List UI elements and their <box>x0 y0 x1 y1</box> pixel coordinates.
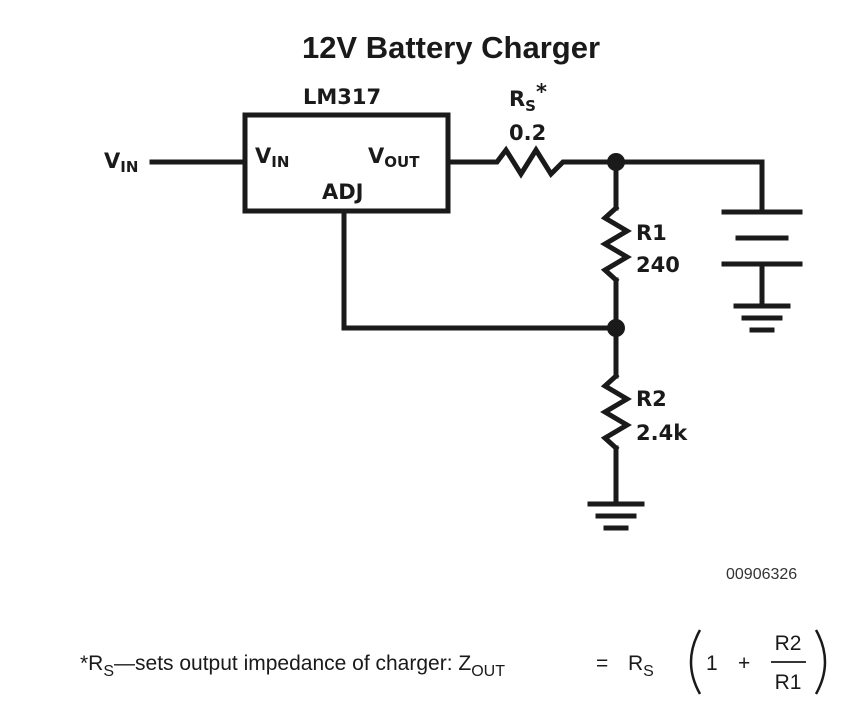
r2-value: 2.4k <box>636 421 688 445</box>
diagram-title: 12V Battery Charger <box>302 30 600 65</box>
r1-name: R1 <box>636 221 667 245</box>
figure-code: 00906326 <box>726 566 797 583</box>
formula-numerator: R2 <box>775 632 802 655</box>
adj-wire <box>341 208 619 331</box>
footnote-text: *RS—sets output impedance of charger: ZO… <box>80 652 505 680</box>
ground-symbol-battery <box>733 303 791 333</box>
footnote-equals: = <box>596 652 608 675</box>
r2-resistor <box>600 325 632 505</box>
r1-resistor <box>600 159 632 331</box>
regulator-part-label: LM317 <box>303 85 381 109</box>
rs-label: RS* <box>509 80 547 115</box>
pin-vout-label: VOUT <box>368 144 420 171</box>
rs-resistor <box>485 145 576 179</box>
battery-symbol <box>721 209 803 307</box>
input-label: VIN <box>104 149 138 176</box>
ground-symbol-r2 <box>587 501 645 531</box>
pin-adj-label: ADJ <box>322 180 364 204</box>
r1-value: 240 <box>636 253 680 277</box>
pin-vin-label: VIN <box>255 144 289 171</box>
formula-plus: + <box>738 652 750 675</box>
formula-one: 1 <box>706 652 718 675</box>
top-rail-wire <box>570 159 765 215</box>
r2-name: R2 <box>636 387 667 411</box>
formula-right-paren <box>814 629 827 695</box>
rs-value: 0.2 <box>509 121 546 145</box>
footnote-rs: RS <box>628 652 654 680</box>
formula-left-paren <box>689 629 702 695</box>
formula-denominator: R1 <box>775 671 802 694</box>
